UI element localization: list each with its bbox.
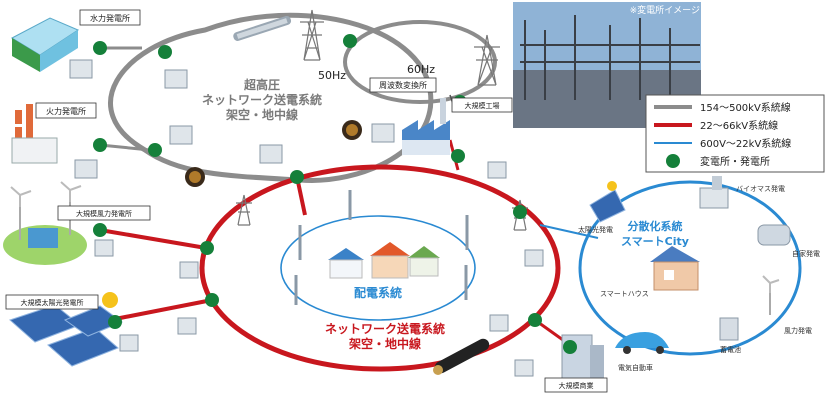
wind-farm-label: 大規模風力発電所: [76, 209, 132, 218]
ev-label: 電気自動車: [618, 363, 653, 372]
node-marker: [451, 149, 465, 163]
smart-city-title-1: 分散化系統: [628, 219, 683, 233]
substation-image-note: ※変電所イメージ: [630, 4, 700, 16]
uhv-title-2: ネットワーク送電系統: [202, 92, 322, 107]
houses-icon: [328, 242, 440, 279]
smart-city-ring: [578, 180, 802, 356]
node-marker: [528, 313, 542, 327]
mid-title-2: 架空・地中線: [348, 336, 421, 351]
wind-farm-icon: [3, 181, 87, 265]
rooftop-solar-icon: [589, 181, 626, 223]
mid-title-1: ネットワーク送電系統: [325, 321, 445, 336]
battery-label: 蓄電池: [720, 345, 741, 354]
uhv-title-3: 架空・地中線: [225, 107, 298, 122]
biomass-plant-icon: [699, 176, 729, 209]
underground-cable-icon: [233, 15, 292, 41]
private-generator-icon: [757, 224, 791, 246]
uhv-title-1: 超高圧: [243, 77, 280, 92]
tower-icon: [474, 34, 500, 86]
uhv-ring: [108, 12, 497, 183]
node-marker: [158, 45, 172, 59]
node-marker: [563, 340, 577, 354]
legend-item: 600V～22kV系統線: [700, 137, 791, 150]
factory-label: 大規模工場: [465, 101, 500, 110]
node-marker: [513, 205, 527, 219]
node-marker: [93, 138, 107, 152]
solar-farm-icon: [9, 292, 124, 367]
factory-icon: [402, 98, 450, 155]
freq-ring: [343, 20, 497, 104]
hydro-plant-icon: [10, 17, 80, 72]
battery-icon: [719, 317, 739, 341]
smart-house-icon: [650, 246, 700, 291]
private-gen-label: 自家発電: [792, 249, 820, 258]
legend: 154～500kV系統線 22～66kV系統線 600V～22kV系統線 変電所…: [645, 94, 825, 173]
solar-gen-label: 太陽光発電: [578, 225, 613, 234]
commercial-building-icon: [561, 334, 604, 380]
transformer-icon: [69, 59, 544, 377]
underground-cable-icon: [342, 120, 362, 140]
smart-city-title-2: スマートCity: [621, 235, 689, 248]
smart-house-label: スマートハウス: [600, 290, 649, 298]
distribution-title: 配電系統: [354, 285, 402, 300]
thermal-label: 火力発電所: [46, 106, 86, 116]
utility-pole-icon: [294, 190, 469, 305]
hydro-label: 水力発電所: [90, 13, 130, 23]
wind-turbine-icon: [762, 275, 780, 315]
hz50-label: 50Hz: [318, 69, 346, 82]
legend-item: 22～66kV系統線: [700, 119, 778, 132]
freq-converter-label: 周波数変換所: [379, 80, 427, 90]
wind-gen-label: 風力発電: [784, 326, 812, 335]
underground-cable-icon: [185, 167, 205, 187]
mid-voltage-ring: [199, 164, 561, 372]
electric-car-icon: [615, 332, 669, 354]
tower-icon: [300, 9, 324, 61]
node-marker: [290, 170, 304, 184]
solar-farm-label: 大規模太陽光発電所: [21, 298, 84, 307]
distribution-ring: [280, 215, 476, 321]
legend-item: 154～500kV系統線: [700, 101, 791, 114]
biomass-label: バイオマス発電: [736, 184, 785, 193]
node-marker: [108, 315, 122, 329]
commercial-label: 大規模商業: [559, 381, 594, 390]
node-marker: [205, 293, 219, 307]
hz60-label: 60Hz: [407, 63, 435, 76]
underground-cable-icon: [433, 338, 490, 375]
legend-item: 変電所・発電所: [700, 155, 770, 168]
node-marker: [200, 241, 214, 255]
node-marker: [93, 41, 107, 55]
node-marker: [93, 223, 107, 237]
node-marker: [148, 143, 162, 157]
thermal-plant-icon: [11, 104, 58, 164]
tower-icon: [236, 194, 252, 226]
node-marker: [343, 34, 357, 48]
